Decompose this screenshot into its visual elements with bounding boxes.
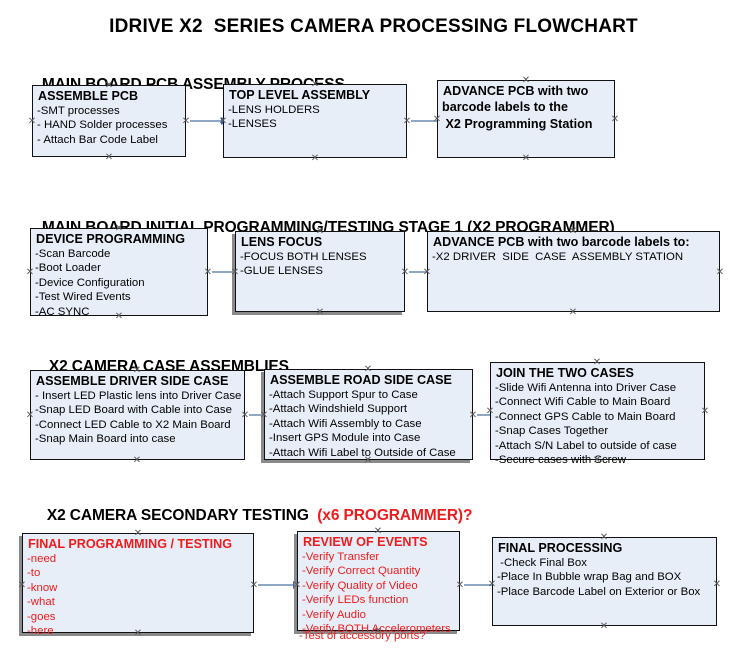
- flow-box-assemble-road-side-case[interactable]: ASSEMBLE ROAD SIDE CASE -Attach Support …: [264, 369, 473, 460]
- flow-box-line: -LENS HOLDERS: [228, 104, 320, 116]
- flow-box-advance-pcb-to-x2-programming-station[interactable]: ADVANCE PCB with two barcode labels to t…: [437, 80, 615, 158]
- flow-box-assemble-driver-side-case[interactable]: ASSEMBLE DRIVER SIDE CASE - Insert LED P…: [30, 370, 245, 460]
- section-heading-text: X2 CAMERA SECONDARY TESTING: [46, 507, 318, 524]
- flow-box-line: barcode labels to the: [442, 100, 568, 114]
- flow-box-line: -SMT processes: [37, 105, 120, 117]
- flow-box-line: -Snap LED Board with Cable into Case: [35, 404, 232, 417]
- flow-box-line: - HAND Solder processes: [37, 119, 168, 132]
- flow-box-title: JOIN THE TWO CASES: [496, 366, 634, 380]
- flow-box-line: -goes: [27, 610, 56, 623]
- flow-box-line: -Verify BOTH Accelerometers: [302, 623, 451, 636]
- flow-box-line: -Boot Loader: [35, 262, 101, 275]
- flow-box-line: -Slide Wifi Antenna into Driver Case: [495, 382, 677, 394]
- flow-box-line: -X2 DRIVER SIDE CASE ASSEMBLY STATION: [432, 251, 684, 263]
- flow-box-line: -to: [27, 567, 41, 580]
- flow-box-title: TOP LEVEL ASSEMBLY: [229, 88, 371, 102]
- connector-arrow: [464, 580, 501, 589]
- flow-box-line: -Connect LED Cable to X2 Main Board: [35, 418, 231, 431]
- flow-box-line: -Attach S/N Label to outside of case: [495, 439, 677, 452]
- flow-box-line: -what: [27, 596, 55, 609]
- flow-box-final-processing[interactable]: FINAL PROCESSING -Check Final Box -Place…: [492, 537, 717, 626]
- flow-box-line: -Verify Quality of Video: [302, 579, 418, 592]
- flow-box-line: -LENSES: [228, 118, 277, 131]
- flow-box-line: -Insert GPS Module into Case: [269, 432, 421, 445]
- flow-box-line: -Attach Windshield Support: [269, 403, 408, 416]
- flow-box-advance-pcb-to-driver-side-case-station[interactable]: ADVANCE PCB with two barcode labels to: …: [427, 231, 720, 312]
- flow-box-title: ASSEMBLE ROAD SIDE CASE: [270, 373, 452, 387]
- flow-box-line: - Insert LED Plastic lens into Driver Ca…: [35, 390, 242, 402]
- flow-box-line: -Device Configuration: [35, 276, 145, 289]
- flow-box-join-the-two-cases[interactable]: JOIN THE TWO CASES -Slide Wifi Antenna i…: [490, 362, 705, 466]
- flow-box-line: -FOCUS BOTH LENSES: [240, 251, 367, 263]
- flow-box-line: -Test Wired Events: [35, 291, 131, 304]
- flow-box-review-of-events[interactable]: REVIEW OF EVENTS -Verify Transfer -Verif…: [297, 531, 460, 635]
- flow-box-line: -Snap Cases Together: [495, 425, 609, 438]
- connector-arrow: [212, 267, 243, 276]
- flow-box-line: -Snap Main Board into case: [35, 433, 176, 446]
- connector-arrow: [411, 116, 446, 125]
- flow-box-overflow-line: -Test of accessory ports?: [299, 630, 426, 642]
- flow-box-title: ADVANCE PCB with two: [443, 84, 589, 98]
- section-heading-x2-camera-secondary-testing: X2 CAMERA SECONDARY TESTING (x6 PROGRAMM…: [30, 489, 473, 543]
- page-title: IDRIVE X2 SERIES CAMERA PROCESSING FLOWC…: [109, 16, 638, 37]
- flow-box-line: - Attach Bar Code Label: [37, 133, 158, 146]
- flow-box-title: ADVANCE PCB with two barcode labels to:: [433, 235, 690, 249]
- section-heading-accent: (x6 PROGRAMMER)?: [317, 507, 473, 524]
- flow-box-line: -Verify LEDs function: [302, 594, 409, 607]
- flow-box-line: -GLUE LENSES: [240, 265, 323, 278]
- flow-box-line: -need: [27, 553, 57, 565]
- flow-box-title: ASSEMBLE PCB: [38, 89, 139, 103]
- flow-box-line: -Verify Audio: [302, 608, 366, 621]
- flow-box-line: X2 Programming Station: [442, 116, 593, 131]
- flow-box-title: FINAL PROCESSING: [498, 541, 623, 555]
- flow-box-lens-focus[interactable]: LENS FOCUS -FOCUS BOTH LENSES -GLUE LENS…: [235, 231, 405, 312]
- flow-box-device-programming[interactable]: DEVICE PROGRAMMING -Scan Barcode -Boot L…: [30, 228, 208, 318]
- flow-box-line: -Place Barcode Label on Exterior or Box: [497, 585, 701, 598]
- flow-box-line: -Attach Wifi Assembly to Case: [269, 417, 422, 430]
- flow-box-title: FINAL PROGRAMMING / TESTING: [28, 537, 233, 551]
- flow-box-line: -Verify Correct Quantity: [302, 565, 421, 578]
- flow-box-line: -know: [27, 581, 58, 594]
- flow-box-line: -Connect GPS Cable to Main Board: [495, 410, 676, 423]
- flow-box-title: REVIEW OF EVENTS: [303, 535, 428, 549]
- flow-box-title: ASSEMBLE DRIVER SIDE CASE: [36, 374, 229, 388]
- flow-box-line: -Scan Barcode: [35, 248, 111, 260]
- flow-box-line: -Verify Transfer: [302, 551, 380, 563]
- flow-box-line: -here: [27, 625, 54, 638]
- connector-arrow: [190, 116, 229, 125]
- flow-box-line: -Check Final Box: [497, 557, 587, 569]
- flow-box-line: -Secure cases with Screw: [495, 454, 627, 467]
- flow-box-top-level-assembly[interactable]: TOP LEVEL ASSEMBLY -LENS HOLDERS -LENSES: [223, 84, 407, 158]
- flow-box-line: -Place In Bubble wrap Bag and BOX: [497, 571, 682, 584]
- connector-arrow: [258, 580, 301, 589]
- flow-box-line: -Attach Wifi Label to Outside of Case: [269, 446, 456, 459]
- flow-box-final-programming-testing[interactable]: FINAL PROGRAMMING / TESTING -need -to -k…: [22, 533, 254, 637]
- flow-box-line: -AC SYNC: [35, 305, 90, 318]
- flow-box-title: DEVICE PROGRAMMING: [36, 232, 186, 246]
- flow-box-line: -Attach Support Spur to Case: [269, 389, 418, 401]
- flow-box-line: -Connect Wifi Cable to Main Board: [495, 396, 671, 409]
- flow-box-assemble-pcb[interactable]: ASSEMBLE PCB -SMT processes - HAND Solde…: [32, 85, 186, 157]
- flow-box-title: LENS FOCUS: [241, 235, 323, 249]
